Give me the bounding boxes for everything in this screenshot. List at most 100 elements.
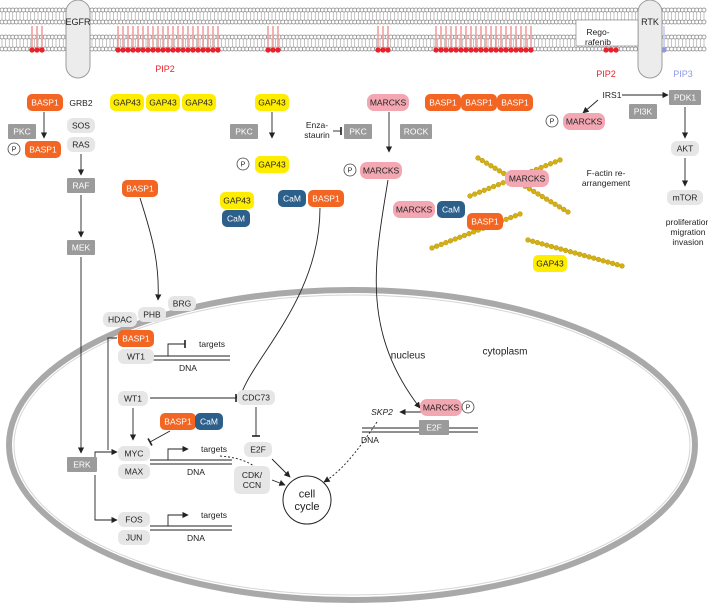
marcks-cam-complex-label: MARCKS <box>396 204 433 214</box>
rtk-receptor-label: RTK <box>641 17 659 27</box>
basp1-cytoplasm <box>122 180 158 197</box>
enzastaurin-label: Enza-staurin <box>304 120 330 140</box>
cam-cytoplasm-3 <box>437 201 465 218</box>
basp1-membrane-left <box>27 94 63 111</box>
basp1-membrane-left-label: BASP1 <box>31 97 59 107</box>
marcks-nucleus <box>420 399 462 416</box>
nucleus-envelope <box>6 287 698 603</box>
basp1-inhibits-myc <box>147 430 171 446</box>
akt-node-label: AKT <box>677 143 694 153</box>
cam-nucleus <box>195 413 223 430</box>
nucleus-border <box>6 287 698 603</box>
pkc-node-left-label: PKC <box>13 126 30 136</box>
egfr-receptor <box>65 0 91 79</box>
akt-node <box>671 141 699 156</box>
targets-label-myc: targets <box>201 444 227 454</box>
phospho-badge-marcks-rtk <box>545 114 559 128</box>
e2f-node <box>244 442 272 457</box>
factin-label: F-actin re-arrangement <box>582 168 631 188</box>
e2f-to-cellcycle <box>271 458 291 478</box>
basp1-cam-complex <box>308 190 344 207</box>
max-node-label: MAX <box>125 466 144 476</box>
skp2-to-cellcycle <box>323 421 378 483</box>
basp1-cytoplasm-label: BASP1 <box>126 183 154 193</box>
gap43-cytoplasm-complex-label: GAP43 <box>223 195 251 205</box>
marcks-to-nucleus <box>375 179 421 409</box>
myc-node-label: MYC <box>125 448 144 458</box>
gap43-actin <box>533 255 567 272</box>
pkc-node-left <box>8 124 36 139</box>
mek-node-label: MEK <box>72 242 91 252</box>
basp1-cam-complex-label: BASP1 <box>312 193 340 203</box>
grb2-label: GRB2 <box>69 98 92 108</box>
myc-node <box>118 446 150 461</box>
pdk1-node <box>669 90 701 105</box>
basp1-membrane-3-label: BASP1 <box>501 97 529 107</box>
phospho-badge-basp1 <box>7 142 21 156</box>
erk-node <box>67 457 97 472</box>
skp2-label: SKP2 <box>371 407 393 417</box>
gap43-membrane-1-label: GAP43 <box>113 97 141 107</box>
basp1-membrane-3 <box>497 94 533 111</box>
phospho-badge-basp1-label: P <box>12 146 17 153</box>
basp1-nucleus-cam <box>160 413 196 430</box>
e2f-node-label: E2F <box>250 444 266 454</box>
basp1-actin-label: BASP1 <box>471 216 499 226</box>
basp1-membrane-1-label: BASP1 <box>429 97 457 107</box>
phospho-badge-gap43-label: P <box>241 161 246 168</box>
max-node <box>118 464 150 479</box>
marcks-rtk-label: MARCKS <box>566 116 603 126</box>
erk-to-fos <box>94 475 118 524</box>
gap43-membrane-1 <box>110 94 144 111</box>
rock-node-label: ROCK <box>404 126 429 136</box>
gap43-membrane-4-label: GAP43 <box>258 97 286 107</box>
marcks-cam-complex <box>393 201 435 218</box>
fos-node <box>118 512 150 527</box>
nucleus-inner-border <box>13 294 691 596</box>
pdk1-node-label: PDK1 <box>674 92 696 102</box>
phospho-badge-marcks-label: P <box>348 167 353 174</box>
raf-node <box>67 178 95 193</box>
marcks-actin-complex <box>505 170 549 187</box>
erk-to-myc <box>94 448 118 465</box>
phospho-badge-marcks <box>343 163 357 177</box>
cam-cytoplasm-3-label: CaM <box>442 204 460 214</box>
cytoplasm-label: cytoplasm <box>482 347 527 358</box>
egfr-receptor-label: EGFR <box>65 17 91 27</box>
dna-label-skp2: DNA <box>361 435 379 445</box>
cdk-ccn-node-label: CDK/CCN <box>242 470 263 490</box>
phb-node-label: PHB <box>143 309 161 319</box>
gap43-membrane-2 <box>146 94 180 111</box>
basp1-membrane-1 <box>425 94 461 111</box>
wt1-node-dna-label: WT1 <box>127 351 145 361</box>
phospho-badge-marcks-nucleus-label: P <box>466 404 471 411</box>
cam-cytoplasm-1 <box>222 210 250 227</box>
ras-node-label: RAS <box>72 139 90 149</box>
pi3k-node-label: PI3K <box>634 106 653 116</box>
brg-node-label: BRG <box>173 298 191 308</box>
wt1-targets-inhibit <box>167 339 186 356</box>
marcks-membrane <box>367 94 409 111</box>
dna-label-myc: DNA <box>187 467 205 477</box>
gap43-membrane-3 <box>182 94 216 111</box>
targets-label-fos: targets <box>201 510 227 520</box>
basp1-phosphorylated <box>25 141 61 158</box>
e2f-node-skp2 <box>419 420 449 435</box>
dna-label-fos: DNA <box>187 533 205 543</box>
erk-node-label: ERK <box>73 459 91 469</box>
gap43-membrane-3-label: GAP43 <box>185 97 213 107</box>
pip2-label-right: PIP2 <box>596 69 616 79</box>
phospho-badge-gap43 <box>236 157 250 171</box>
cell-cycle-circle <box>282 475 332 525</box>
regorafenib-box <box>575 19 639 47</box>
targets-label-wt1: targets <box>199 339 225 349</box>
basp1-actin <box>467 213 503 230</box>
hdac-node <box>103 312 137 327</box>
cdc73-node-label: CDC73 <box>242 392 270 402</box>
pkc-node-right <box>344 124 372 139</box>
ras-node <box>67 137 95 152</box>
basp1-phosphorylated-label: BASP1 <box>29 144 57 154</box>
